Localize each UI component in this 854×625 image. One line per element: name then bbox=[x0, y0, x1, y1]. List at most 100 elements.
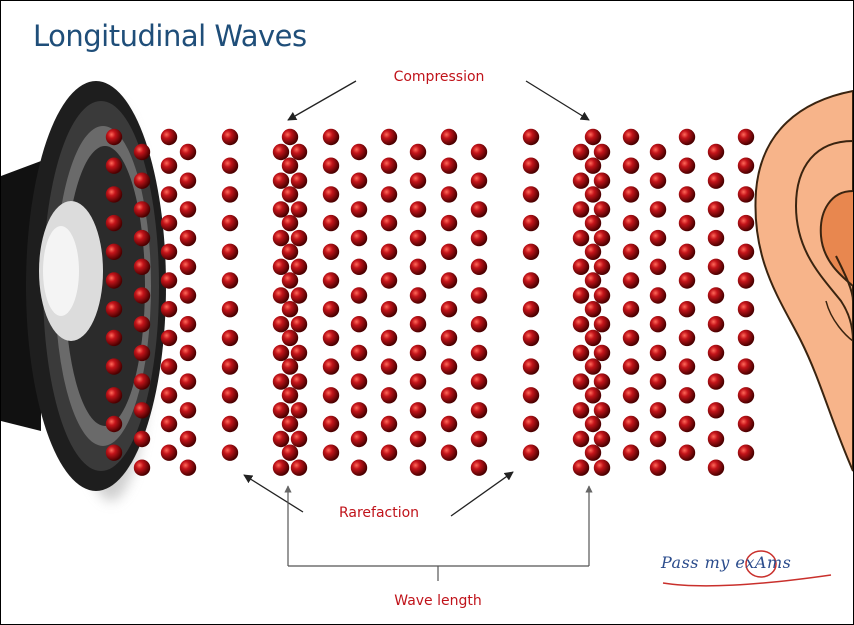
particle bbox=[584, 243, 602, 260]
particle bbox=[707, 201, 725, 218]
particle bbox=[160, 301, 178, 318]
particle bbox=[272, 430, 290, 448]
particle bbox=[272, 344, 290, 362]
particle bbox=[105, 272, 123, 289]
particle bbox=[707, 258, 725, 275]
particle bbox=[707, 459, 725, 476]
particle bbox=[133, 430, 151, 448]
particle bbox=[678, 186, 696, 203]
particle bbox=[470, 430, 488, 448]
particle bbox=[593, 287, 611, 304]
particle bbox=[133, 143, 151, 161]
particle bbox=[584, 128, 602, 146]
particle bbox=[272, 258, 290, 275]
particle bbox=[281, 243, 299, 260]
particle bbox=[221, 214, 239, 232]
particle bbox=[470, 143, 488, 161]
particle bbox=[622, 186, 640, 203]
particle bbox=[380, 387, 398, 404]
particle bbox=[221, 186, 239, 203]
particle bbox=[572, 402, 590, 419]
particle bbox=[678, 157, 696, 174]
particle bbox=[380, 128, 398, 146]
speaker-icon bbox=[1, 81, 166, 501]
particle bbox=[649, 316, 667, 333]
particle bbox=[649, 430, 667, 448]
rarefaction-arrow-left bbox=[243, 474, 304, 513]
particle bbox=[133, 229, 151, 247]
particle bbox=[281, 128, 299, 146]
particle bbox=[678, 387, 696, 404]
particle bbox=[572, 172, 590, 189]
particle bbox=[281, 415, 299, 433]
particle bbox=[584, 415, 602, 433]
particle bbox=[649, 201, 667, 218]
particle bbox=[409, 258, 427, 275]
particle bbox=[707, 430, 725, 448]
particle bbox=[290, 459, 308, 476]
particle bbox=[322, 358, 340, 375]
particle bbox=[737, 387, 755, 404]
particle bbox=[290, 258, 308, 275]
particle bbox=[105, 128, 123, 146]
particle bbox=[290, 172, 308, 189]
page-title: Longitudinal Waves bbox=[33, 19, 307, 53]
particle bbox=[322, 415, 340, 433]
particle bbox=[322, 329, 340, 347]
particle bbox=[133, 172, 151, 189]
particle bbox=[522, 243, 540, 260]
particle bbox=[622, 243, 640, 260]
particle bbox=[179, 143, 197, 161]
particle bbox=[160, 329, 178, 347]
particle bbox=[707, 143, 725, 161]
particle bbox=[522, 186, 540, 203]
particle bbox=[593, 143, 611, 161]
particle bbox=[290, 229, 308, 247]
particle bbox=[522, 358, 540, 375]
particle bbox=[322, 387, 340, 404]
particle bbox=[440, 301, 458, 318]
particle bbox=[522, 387, 540, 404]
rarefaction-arrows bbox=[243, 471, 514, 517]
particle bbox=[440, 415, 458, 433]
particle bbox=[440, 128, 458, 146]
particle bbox=[572, 316, 590, 333]
particle bbox=[350, 373, 368, 390]
particle bbox=[380, 157, 398, 174]
particle bbox=[160, 214, 178, 232]
particle bbox=[350, 258, 368, 275]
particle bbox=[522, 444, 540, 461]
particle bbox=[290, 402, 308, 419]
ear-icon bbox=[754, 89, 853, 472]
particle bbox=[678, 128, 696, 146]
particle bbox=[440, 157, 458, 174]
particle bbox=[350, 287, 368, 304]
watermark-logo: Pass my exAms bbox=[661, 553, 792, 572]
particle bbox=[179, 373, 197, 390]
particle bbox=[409, 344, 427, 362]
particle bbox=[179, 172, 197, 189]
particle bbox=[281, 272, 299, 289]
particle bbox=[470, 201, 488, 218]
particle bbox=[105, 186, 123, 203]
particle bbox=[470, 229, 488, 247]
particle bbox=[179, 430, 197, 448]
particle bbox=[160, 157, 178, 174]
particle bbox=[380, 186, 398, 203]
particle bbox=[272, 459, 290, 476]
particle bbox=[281, 358, 299, 375]
particle bbox=[649, 287, 667, 304]
particle bbox=[409, 459, 427, 476]
particle bbox=[593, 316, 611, 333]
particle bbox=[522, 157, 540, 174]
particle bbox=[470, 402, 488, 419]
particle bbox=[678, 214, 696, 232]
particle bbox=[380, 272, 398, 289]
particle bbox=[322, 128, 340, 146]
particle bbox=[572, 143, 590, 161]
particle bbox=[350, 172, 368, 189]
particle bbox=[522, 415, 540, 433]
particle bbox=[272, 172, 290, 189]
particle bbox=[593, 402, 611, 419]
